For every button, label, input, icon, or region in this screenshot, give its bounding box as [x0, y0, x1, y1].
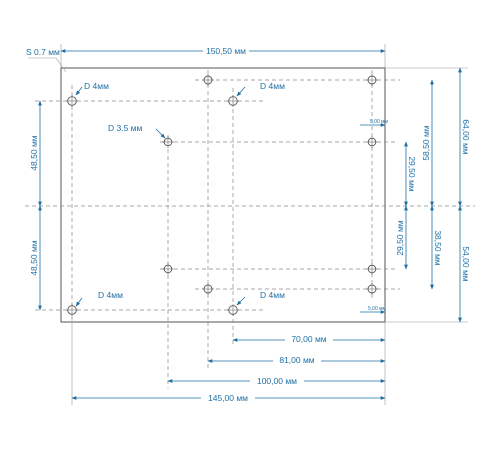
- d4-bottom-left-label: D 4мм: [98, 290, 123, 300]
- d4-bottom-mid-arrow: [236, 296, 246, 306]
- d4-top-left-label: D 4мм: [84, 81, 109, 91]
- d4-top-mid-label: D 4мм: [260, 81, 285, 91]
- hole-d35-top-left: [162, 136, 174, 148]
- hole-d35-bottom-left: [162, 263, 174, 275]
- dim-r385: 38,50 мм: [433, 230, 443, 265]
- hole-bottom-right: [366, 283, 378, 295]
- dim-left-bottom: 48,50 мм: [29, 240, 39, 275]
- hole-top-81: [202, 74, 214, 86]
- d35-arrow: [155, 128, 166, 139]
- hole-bottom-81: [202, 283, 214, 295]
- hole-d35-top-right: [366, 136, 378, 148]
- dim-b145: 145,00 мм: [208, 393, 248, 403]
- d4-top-mid-arrow: [236, 86, 246, 97]
- thickness-leader: [55, 57, 67, 73]
- hole-top-mid: [227, 95, 239, 107]
- dim-b100: 100,00 мм: [257, 376, 297, 386]
- d35-label: D 3.5 мм: [108, 123, 143, 133]
- dim-r540: 54,00 мм: [461, 246, 471, 281]
- hole-top-left: [66, 95, 78, 107]
- plate-outline: [60, 67, 386, 323]
- hole-d35-bottom-right: [366, 263, 378, 275]
- dim-b81: 81,00 мм: [279, 355, 314, 365]
- dim-small-bottom: 5,00 мм: [368, 306, 387, 312]
- dim-r640: 64,00 мм: [461, 119, 471, 154]
- d4-bottom-mid-label: D 4мм: [260, 290, 285, 300]
- dim-r585: 58,50 мм: [421, 125, 431, 160]
- dim-r295-top: 29,50 мм: [407, 156, 417, 191]
- dim-b70: 70,00 мм: [291, 334, 326, 344]
- hole-bottom-left: [66, 304, 78, 316]
- dim-small-top: 5,00 мм: [370, 119, 389, 125]
- thickness-label: S 0.7 мм: [26, 47, 60, 57]
- hole-top-right: [366, 74, 378, 86]
- d4-bottom-left-arrow: [75, 297, 83, 307]
- dim-left-top: 48,50 мм: [29, 135, 39, 170]
- dim-r295-bottom: 29,50 мм: [395, 220, 405, 255]
- d4-top-left-arrow: [75, 86, 83, 96]
- dim-top-width: 150,50 мм: [206, 46, 246, 56]
- hole-bottom-mid: [227, 304, 239, 316]
